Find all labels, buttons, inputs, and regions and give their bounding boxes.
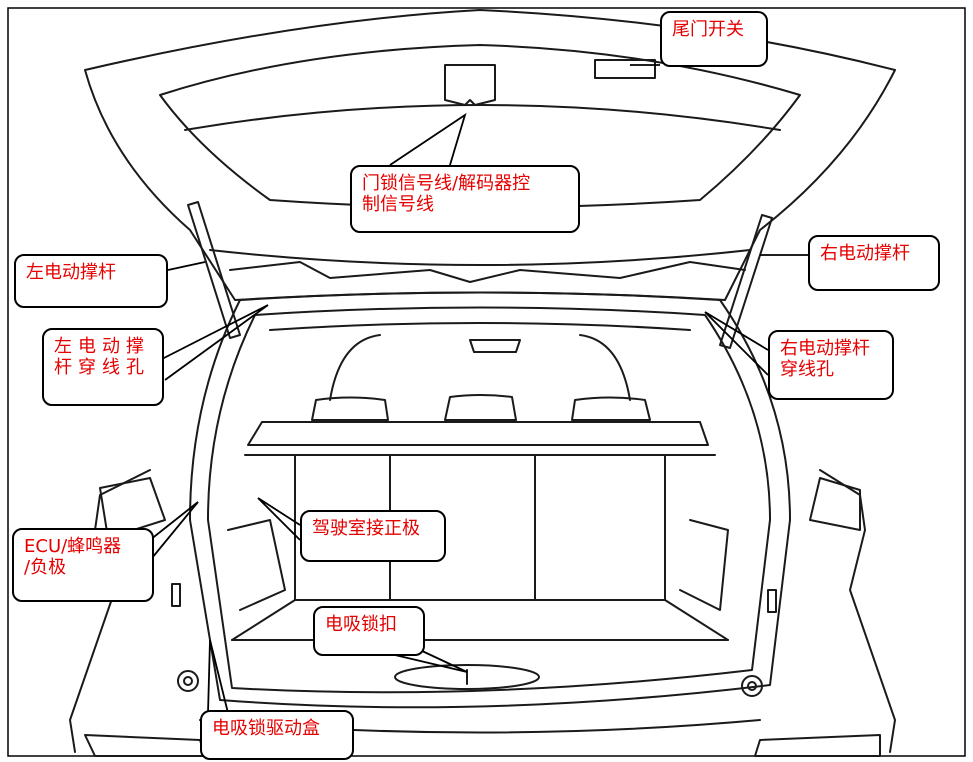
- left-side-marker: [171, 583, 181, 607]
- cargo-cover: [247, 421, 709, 446]
- left-taillight: [99, 477, 166, 539]
- seal-line: [269, 322, 691, 331]
- rear-mirror: [469, 339, 521, 353]
- floor-right-corner: [664, 599, 729, 641]
- liftgate-inner: [159, 44, 801, 209]
- label-latch: 电吸锁扣: [313, 606, 425, 656]
- label-left-strut: 左电动撑杆: [14, 254, 168, 308]
- label-right-strut-hole: 右电动撑杆 穿线孔: [768, 330, 894, 400]
- right-side-trim: [679, 519, 729, 611]
- right-taillight: [809, 477, 861, 531]
- left-reflector: [84, 734, 206, 757]
- left-light-inner: [183, 676, 193, 686]
- label-left-strut-hole: 左电动撑 杆穿线孔: [42, 328, 164, 406]
- label-door-lock-signal: 门锁信号线/解码器控 制信号线: [350, 165, 580, 233]
- cargo-opening-outer: [189, 291, 791, 709]
- left-strut-shape: [187, 201, 241, 339]
- leader-latch: [394, 649, 468, 673]
- left-headrest: [311, 396, 389, 421]
- leader-right-hole: [704, 311, 769, 376]
- leader-door-lock: [389, 112, 467, 166]
- leader-cabin-positive: [257, 497, 301, 541]
- label-ecu-buzzer: ECU/蜂鸣器 /负极: [12, 528, 154, 602]
- left-side-trim: [227, 519, 286, 611]
- middle-headrest: [444, 394, 517, 421]
- right-reflector: [754, 734, 881, 757]
- liftgate-window-arc: [184, 104, 781, 131]
- seat-back-left: [329, 334, 381, 401]
- left-light-outer: [177, 670, 199, 692]
- label-right-strut: 右电动撑杆: [808, 235, 940, 291]
- leader-driver-box: [207, 639, 229, 714]
- leader-left-hole: [159, 304, 269, 381]
- handle-recess: [444, 64, 496, 106]
- floor-left-corner: [231, 599, 296, 641]
- tailgate-switch-shape: [594, 59, 656, 79]
- right-side-marker: [767, 589, 777, 613]
- right-headrest: [571, 396, 651, 421]
- image-frame: [7, 7, 966, 757]
- label-tailgate-switch: 尾门开关: [660, 11, 768, 67]
- liftgate-bottom-strip: [229, 261, 746, 283]
- label-cabin-positive: 驾驶室接正极: [300, 510, 446, 562]
- label-latch-driver-box: 电吸锁驱动盒: [200, 710, 354, 760]
- seat-back-right: [579, 334, 631, 401]
- latch-shape: [394, 664, 540, 690]
- right-strut-shape: [719, 214, 773, 349]
- liftgate-outer: [84, 9, 896, 301]
- leader-left-strut: [167, 261, 206, 271]
- leader-ecu: [149, 501, 199, 559]
- liftgate-lower-edge: [209, 249, 751, 266]
- cargo-opening-inner: [207, 306, 771, 694]
